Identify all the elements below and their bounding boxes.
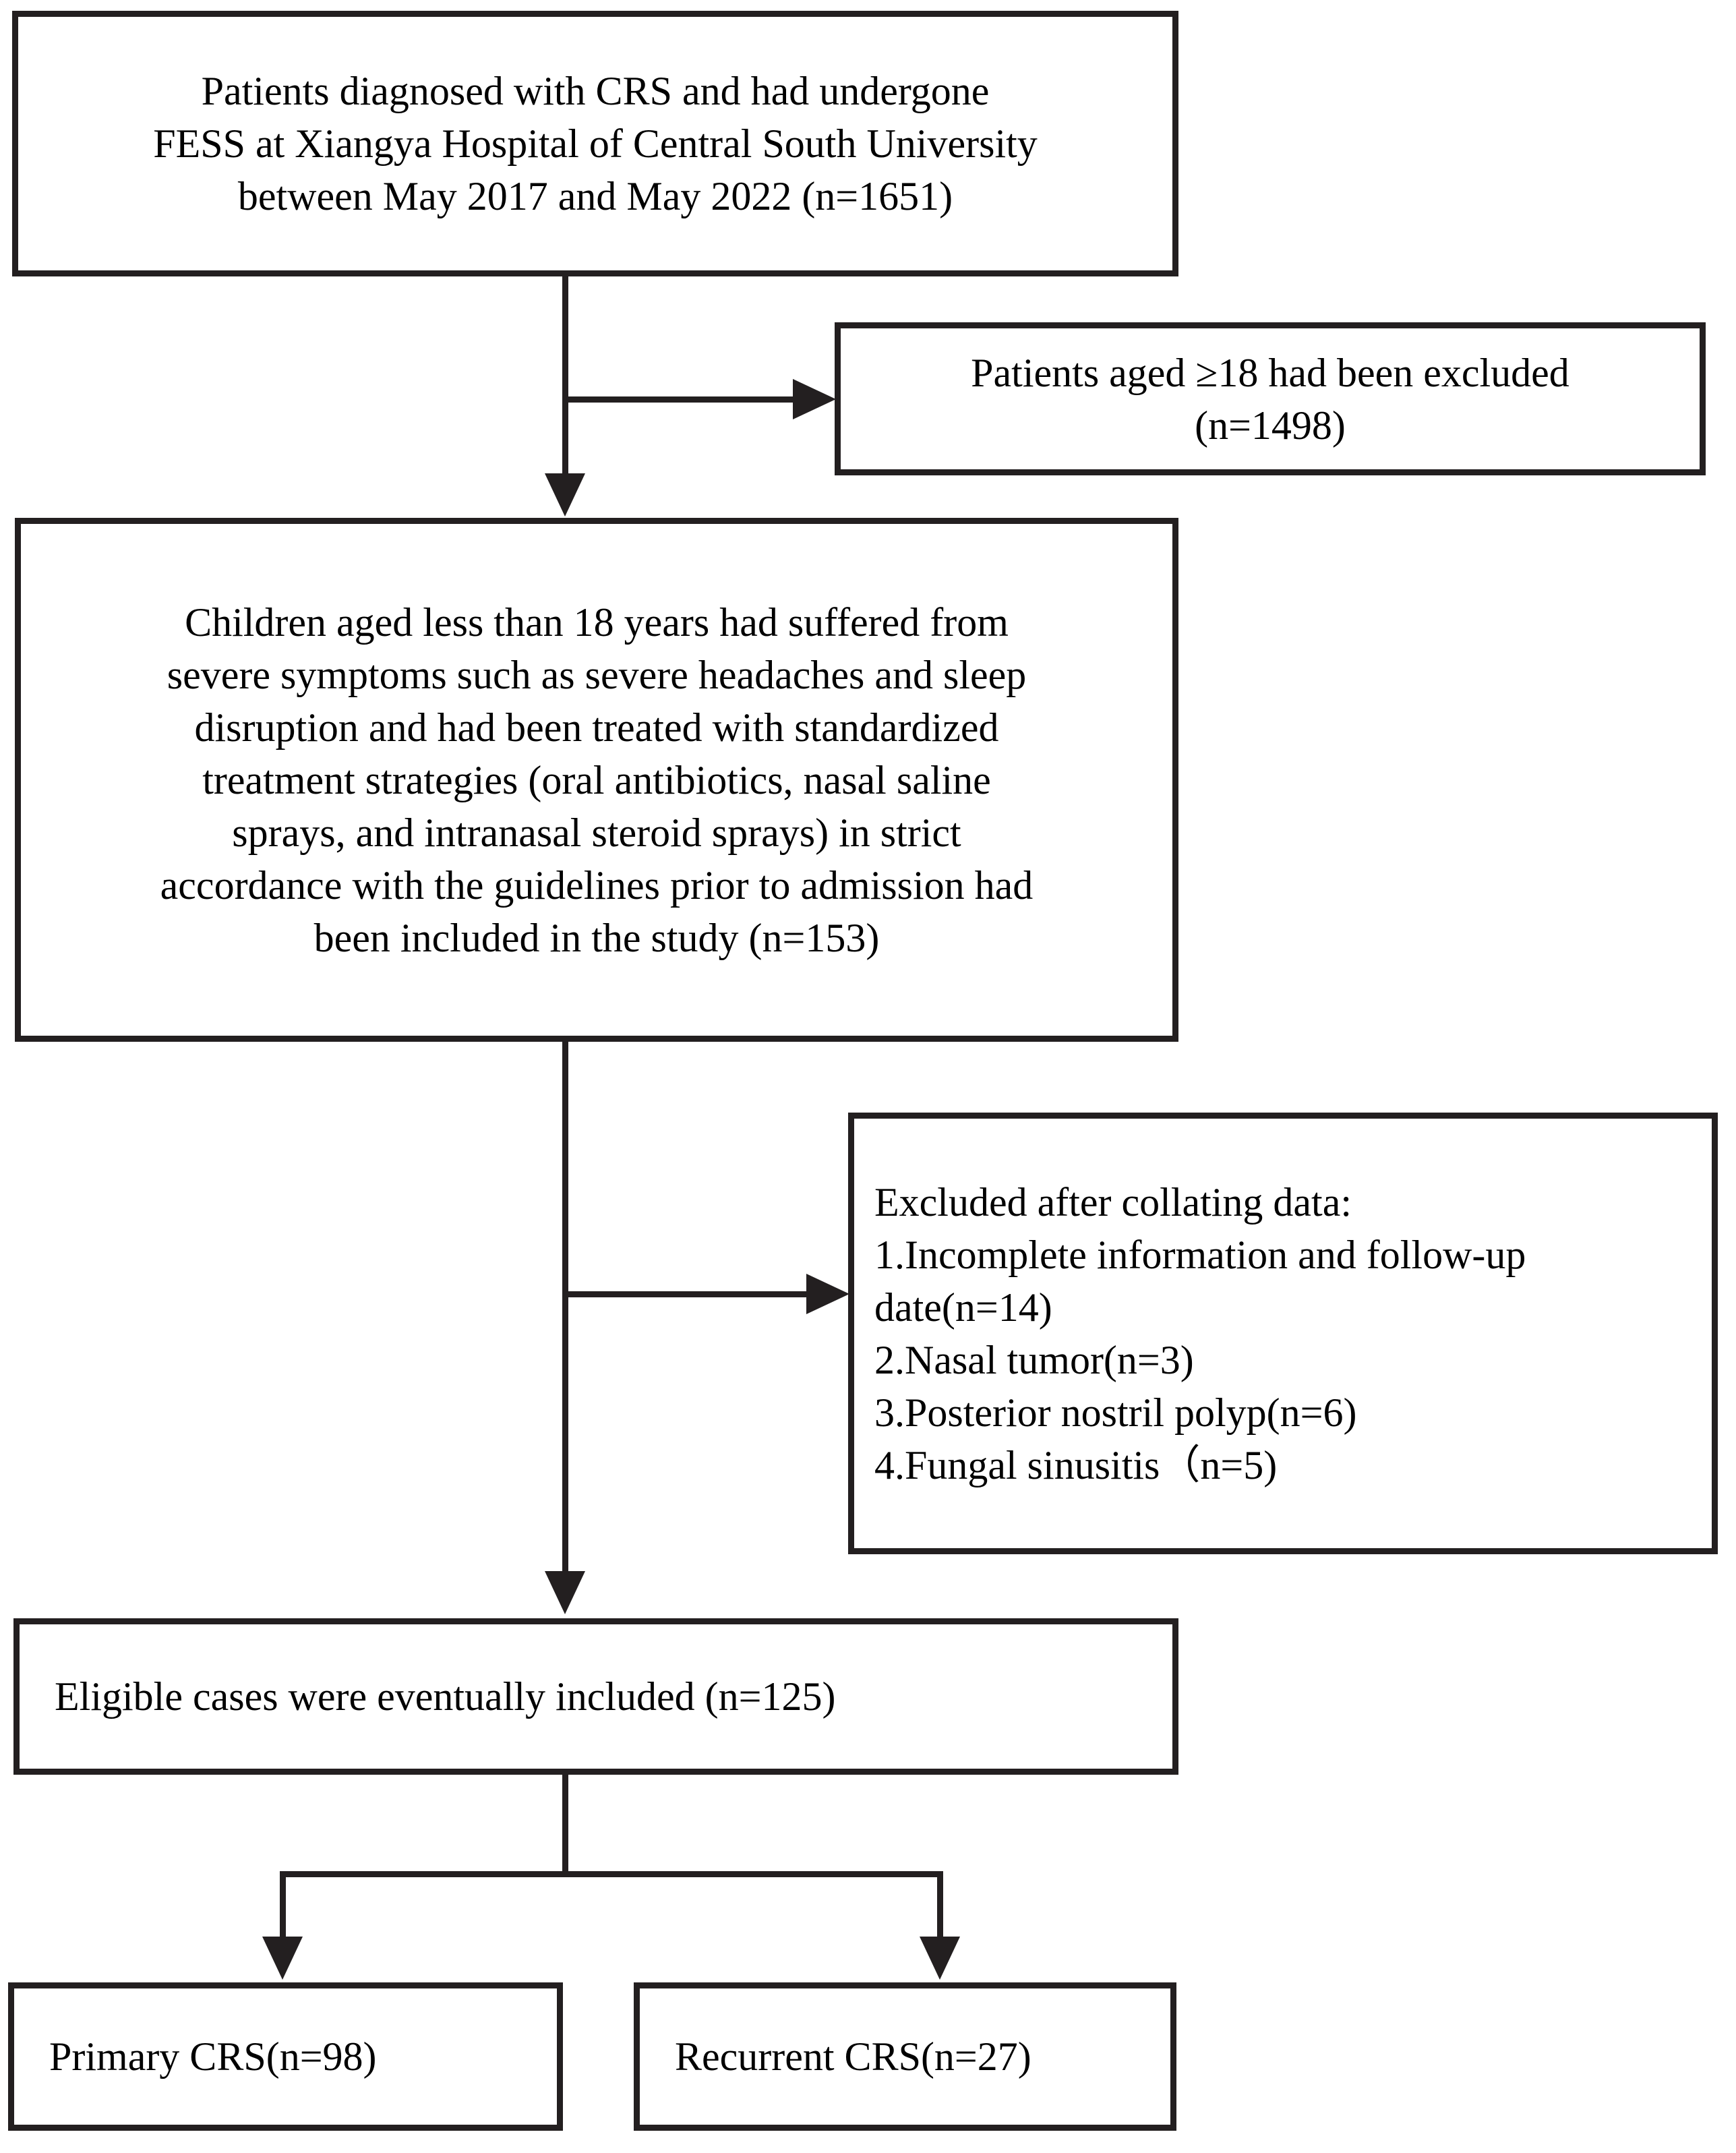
connector-eligible-to-primary-line (280, 1871, 286, 1939)
connector-children-to-excluded-collating-arrowhead (806, 1274, 849, 1314)
node-source-population-text: Patients diagnosed with CRS and had unde… (153, 69, 1038, 218)
connector-eligible-to-recurrent-line (937, 1871, 943, 1939)
connector-source-to-excluded-adults-line (562, 396, 797, 403)
node-source-population: Patients diagnosed with CRS and had unde… (12, 11, 1178, 276)
connector-eligible-fork-stem (562, 1775, 568, 1877)
node-excluded-after-collating-text: Excluded after collating data: 1.Incompl… (874, 1179, 1526, 1487)
node-included-children-text: Children aged less than 18 years had suf… (160, 599, 1034, 960)
connector-source-to-children-line (562, 276, 568, 479)
connector-source-to-excluded-adults-arrowhead (793, 379, 836, 419)
node-excluded-adults-text: Patients aged ≥18 had been excluded (n=1… (971, 350, 1569, 448)
connector-source-to-children-arrowhead (545, 473, 585, 517)
node-eligible-cases: Eligible cases were eventually included … (13, 1618, 1178, 1775)
connector-eligible-to-recurrent-arrowhead (920, 1937, 960, 1980)
node-recurrent-crs: Recurrent CRS(n=27) (634, 1982, 1176, 2131)
connector-children-to-eligible-arrowhead (545, 1571, 585, 1614)
connector-children-to-eligible-line (562, 1042, 568, 1574)
node-primary-crs: Primary CRS(n=98) (8, 1982, 563, 2131)
connector-eligible-fork-crossbar (280, 1871, 943, 1877)
connector-eligible-to-primary-arrowhead (262, 1937, 303, 1980)
node-eligible-cases-text: Eligible cases were eventually included … (55, 1674, 836, 1719)
connector-children-to-excluded-collating-line (562, 1291, 810, 1297)
node-primary-crs-text: Primary CRS(n=98) (49, 2034, 377, 2079)
node-excluded-adults: Patients aged ≥18 had been excluded (n=1… (835, 322, 1706, 475)
node-recurrent-crs-text: Recurrent CRS(n=27) (675, 2034, 1031, 2079)
node-excluded-after-collating: Excluded after collating data: 1.Incompl… (848, 1113, 1718, 1554)
node-included-children: Children aged less than 18 years had suf… (15, 518, 1178, 1042)
